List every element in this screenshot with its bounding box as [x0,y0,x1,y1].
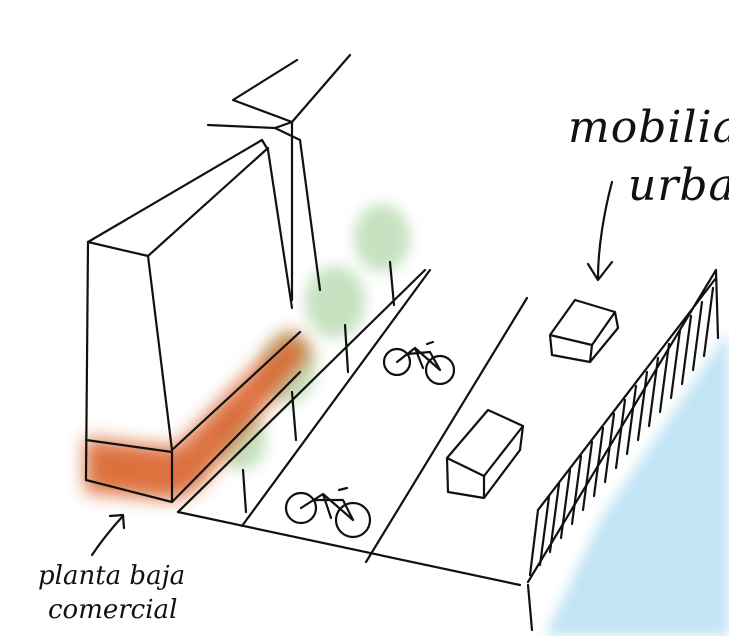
street-lines [176,268,534,632]
tree-canopy [354,204,410,272]
street-baseline [176,510,522,587]
label-planta-line2: comercial [48,595,177,625]
tree-trunks [241,260,396,514]
sidewalk-edge [176,268,427,514]
annotation-labels: mobilia urba planta baja comercial [38,102,729,625]
bicycle-icon [382,340,456,386]
building [84,53,352,504]
bench-box [445,408,525,500]
label-mobiliario-line1: mobilia [568,102,729,153]
bench-box [548,298,620,364]
river-water [545,330,729,636]
waterfront-edge [526,583,534,632]
waterfront-railing [526,268,720,584]
tree-trunk [241,468,248,514]
bicycle-icon [284,486,372,539]
bike-lane-edge [364,296,529,564]
urban-furniture [445,298,620,500]
tree-trunk [290,390,298,442]
arrow-down-icon [586,180,614,282]
annotation-arrows [90,180,614,557]
tree-trunk [343,323,350,374]
arrow-up-right-icon [90,513,126,557]
curb-line [240,268,432,528]
label-planta-line1: planta baja [38,561,185,591]
tree-trunk [388,260,396,307]
label-mobiliario-line2: urba [628,160,729,211]
tree-canopy [305,266,365,338]
